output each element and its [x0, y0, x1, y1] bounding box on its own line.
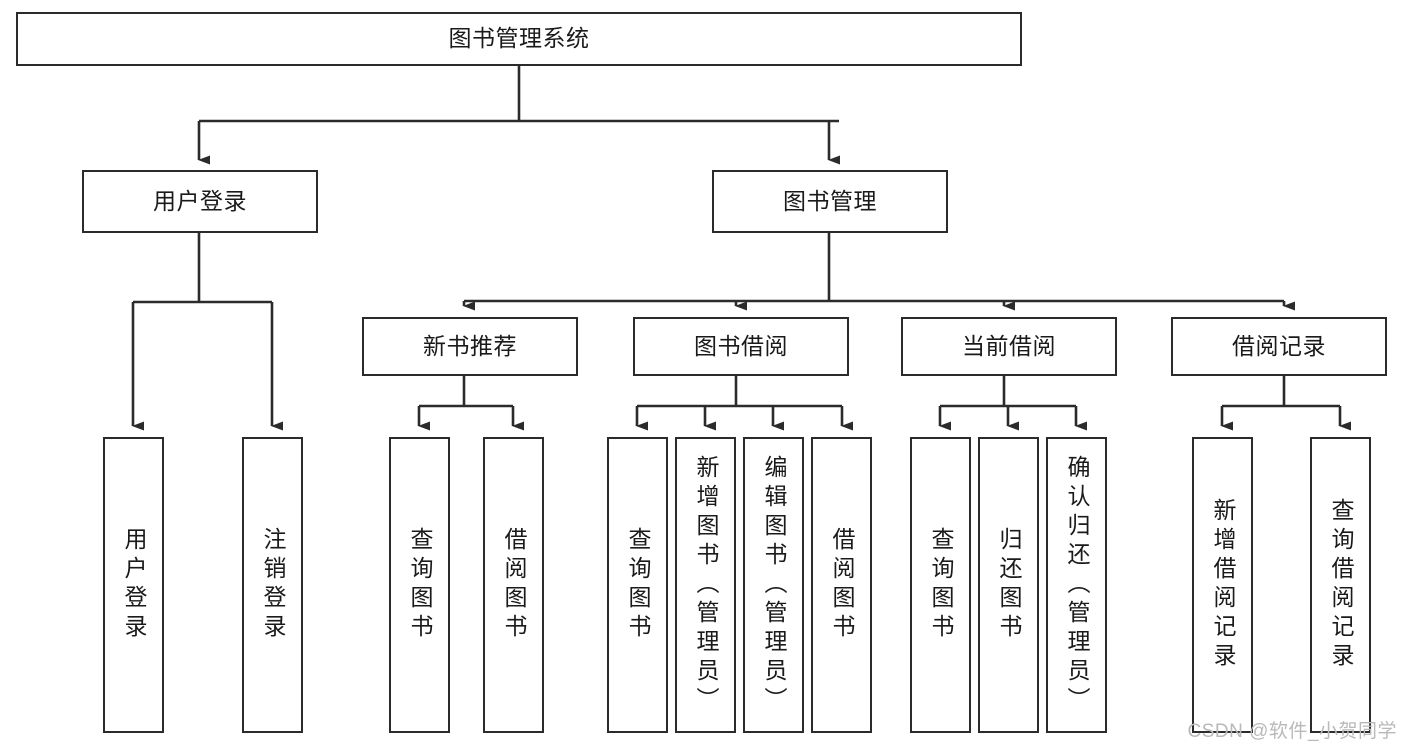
leaf-bb-borrow-book-label: 借阅图书 [829, 527, 855, 643]
leaf-cb-return-book-label: 归还图书 [996, 527, 1022, 643]
leaf-nb-borrow-book-label: 借阅图书 [501, 527, 527, 643]
leaf-br-query-record-label: 查询借阅记录 [1328, 498, 1354, 672]
leaf-bb-query-book-label: 查询图书 [625, 527, 651, 643]
node-user-login-label: 用户登录 [153, 187, 247, 214]
leaf-cb-confirm-return-label: 确认归还（管理员） [1064, 454, 1090, 716]
leaf-br-add-record[interactable]: 新增借阅记录 [1192, 437, 1253, 733]
node-user-login[interactable]: 用户登录 [82, 170, 318, 233]
leaf-nb-query-book-label: 查询图书 [407, 527, 433, 643]
node-book-borrow-label: 图书借阅 [694, 332, 788, 359]
leaf-user-login-label: 用户登录 [121, 527, 147, 643]
leaf-nb-borrow-book[interactable]: 借阅图书 [483, 437, 544, 733]
node-current-borrow[interactable]: 当前借阅 [901, 317, 1117, 376]
leaf-nb-query-book[interactable]: 查询图书 [389, 437, 450, 733]
leaf-bb-add-book-label: 新增图书（管理员） [693, 454, 719, 716]
leaf-logout-login-label: 注销登录 [260, 527, 286, 643]
leaf-cb-confirm-return[interactable]: 确认归还（管理员） [1046, 437, 1107, 733]
node-root-label: 图书管理系统 [448, 25, 590, 52]
node-new-book-recommend[interactable]: 新书推荐 [362, 317, 578, 376]
leaf-cb-query-book-label: 查询图书 [928, 527, 954, 643]
node-borrow-record[interactable]: 借阅记录 [1171, 317, 1387, 376]
leaf-bb-borrow-book[interactable]: 借阅图书 [811, 437, 872, 733]
node-borrow-record-label: 借阅记录 [1232, 332, 1326, 359]
leaf-user-login[interactable]: 用户登录 [103, 437, 164, 733]
leaf-cb-query-book[interactable]: 查询图书 [910, 437, 971, 733]
leaf-br-add-record-label: 新增借阅记录 [1210, 498, 1236, 672]
node-new-book-recommend-label: 新书推荐 [423, 332, 517, 359]
node-book-manage[interactable]: 图书管理 [712, 170, 948, 233]
leaf-bb-query-book[interactable]: 查询图书 [607, 437, 668, 733]
leaf-cb-return-book[interactable]: 归还图书 [978, 437, 1039, 733]
leaf-bb-edit-book[interactable]: 编辑图书（管理员） [743, 437, 804, 733]
leaf-bb-add-book[interactable]: 新增图书（管理员） [675, 437, 736, 733]
leaf-br-query-record[interactable]: 查询借阅记录 [1310, 437, 1371, 733]
node-book-manage-label: 图书管理 [783, 187, 877, 214]
node-book-borrow[interactable]: 图书借阅 [633, 317, 849, 376]
node-root[interactable]: 图书管理系统 [16, 12, 1022, 66]
leaf-logout-login[interactable]: 注销登录 [242, 437, 303, 733]
csdn-watermark: CSDN @软件_小贺同学 [1187, 721, 1397, 742]
leaf-bb-edit-book-label: 编辑图书（管理员） [761, 454, 787, 716]
node-current-borrow-label: 当前借阅 [962, 332, 1056, 359]
